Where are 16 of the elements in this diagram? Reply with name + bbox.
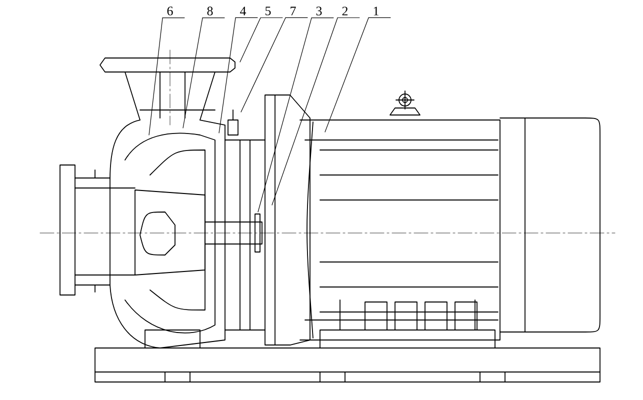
callout-number: 7 bbox=[285, 6, 308, 18]
leader-line bbox=[148, 18, 163, 136]
callout-number: 5 bbox=[260, 6, 283, 18]
leader-line bbox=[218, 17, 236, 134]
callout-number: 8 bbox=[202, 6, 225, 18]
leader-line bbox=[182, 18, 203, 128]
callout-number: 1 bbox=[368, 6, 391, 18]
callout-number: 6 bbox=[162, 6, 185, 18]
callout-number: 3 bbox=[311, 6, 334, 18]
leader-line bbox=[258, 18, 312, 212]
callout-number: 4 bbox=[235, 6, 258, 18]
leader-line bbox=[272, 17, 338, 206]
callout-number: 2 bbox=[337, 6, 360, 18]
leader-line bbox=[240, 17, 286, 112]
leader-line bbox=[324, 17, 369, 132]
leader-line bbox=[240, 17, 261, 62]
